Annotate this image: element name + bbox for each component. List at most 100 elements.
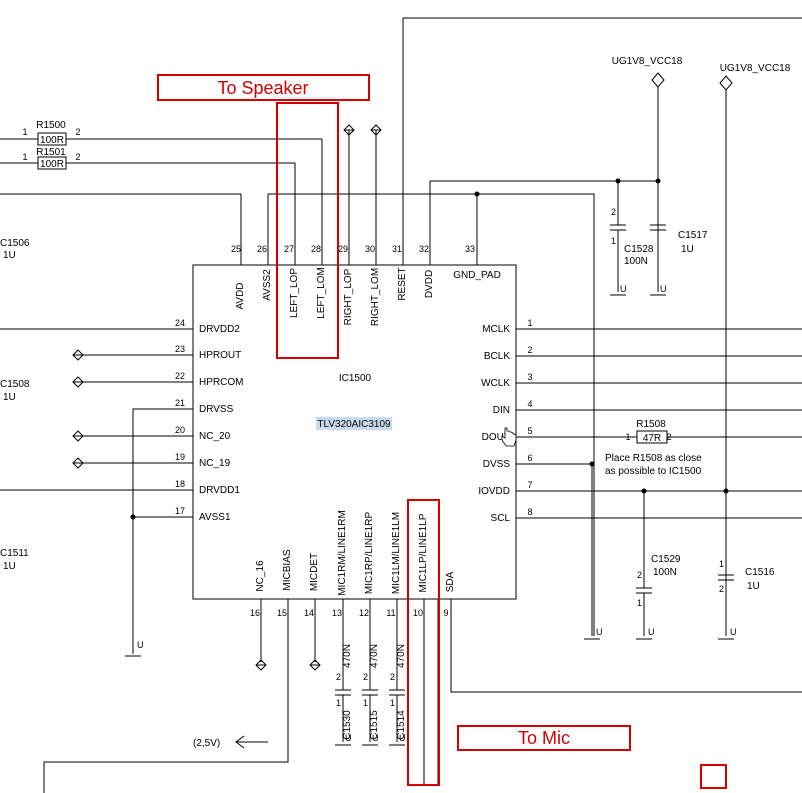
left-pin-19: 19 NC_19 (78, 452, 231, 469)
left-pin-24: 24 DRVDD2 (0, 318, 240, 335)
svg-text:2: 2 (611, 207, 616, 217)
bottom-pin-16: 16 NC_16 (250, 560, 266, 662)
svg-text:1: 1 (625, 432, 630, 442)
svg-text:R1501: R1501 (36, 147, 66, 158)
svg-text:1: 1 (527, 318, 532, 328)
svg-text:U: U (620, 284, 627, 294)
resistor-r1500: R1500 100R 1 2 (0, 120, 322, 146)
svg-text:U: U (730, 627, 737, 637)
svg-text:470N: 470N (369, 644, 380, 668)
svg-text:1U: 1U (747, 581, 760, 592)
svg-text:U: U (596, 627, 603, 637)
placement-note: Place R1508 as close (605, 453, 702, 464)
top-pin-28: 28 LEFT_LOM (311, 139, 327, 319)
svg-text:WCLK: WCLK (481, 378, 510, 389)
svg-text:18: 18 (175, 479, 185, 489)
top-pin-33: 33 GND_PAD (453, 194, 501, 281)
svg-text:7: 7 (527, 480, 532, 490)
right-pin-4: 4 DIN (493, 399, 802, 416)
cap-c1528: 2 1 C1528 100N (610, 181, 654, 292)
cap-c1508-value: 1U (3, 392, 16, 403)
svg-text:R1508: R1508 (636, 419, 666, 430)
svg-text:U: U (660, 284, 667, 294)
svg-text:31: 31 (392, 244, 402, 254)
top-pin-25: 25 AVDD (231, 194, 246, 310)
svg-text:20: 20 (175, 425, 185, 435)
junction-dot (474, 191, 480, 197)
left-pin-22: 22 HPRCOM (78, 371, 243, 388)
svg-text:16: 16 (250, 608, 260, 618)
nc-marker-icon (72, 124, 382, 671)
small-highlight-box (700, 764, 727, 789)
cap-c1515: 470N C1515 2 1 U (362, 644, 380, 746)
svg-text:1: 1 (637, 598, 642, 608)
svg-text:25: 25 (231, 244, 241, 254)
top-pin-32: 32 DVDD (419, 181, 435, 298)
svg-text:C1517: C1517 (678, 230, 708, 241)
svg-text:NC_16: NC_16 (255, 560, 266, 592)
mic-callout: To Mic (518, 728, 570, 748)
svg-text:HPRCOM: HPRCOM (199, 377, 243, 388)
svg-text:32: 32 (419, 244, 429, 254)
svg-text:12: 12 (359, 608, 369, 618)
svg-text:100N: 100N (624, 256, 648, 267)
svg-text:21: 21 (175, 398, 185, 408)
chip-part: TLV320AIC3109 (317, 419, 391, 430)
svg-text:13: 13 (332, 608, 342, 618)
svg-text:1: 1 (611, 236, 616, 246)
bottom-pin-13: 13 MIC1RM/LINE1RM (332, 510, 348, 690)
top-pin-29: 29 RIGHT_LOP (338, 130, 354, 325)
svg-text:1: 1 (390, 698, 395, 708)
svg-text:4: 4 (527, 399, 532, 409)
mic-callout-box (457, 725, 631, 751)
speaker-callout-box (157, 74, 370, 101)
svg-text:2: 2 (719, 584, 724, 594)
cap-c1506-ref: C1506 (0, 238, 30, 249)
svg-text:MICDET: MICDET (309, 553, 320, 591)
svg-text:U: U (372, 733, 379, 743)
svg-text:DOUT: DOUT (482, 432, 510, 443)
svg-text:MIC1LP/LINE1LP: MIC1LP/LINE1LP (418, 513, 429, 592)
arrow-left-icon (235, 735, 268, 749)
cap-c1530: 470N C1530 2 1 U (335, 644, 353, 746)
svg-text:2: 2 (666, 432, 671, 442)
svg-text:3: 3 (527, 372, 532, 382)
svg-text:27: 27 (284, 244, 294, 254)
svg-text:1: 1 (22, 127, 27, 137)
bottom-pin-15: 15 MICBIAS (43, 549, 293, 793)
svg-text:2: 2 (75, 127, 80, 137)
svg-text:100R: 100R (40, 135, 64, 146)
svg-text:MCLK: MCLK (482, 324, 510, 335)
svg-text:IOVDD: IOVDD (478, 486, 510, 497)
left-pin-20: 20 NC_20 (78, 425, 231, 442)
chip-body (192, 264, 517, 600)
svg-text:AVSS2: AVSS2 (262, 269, 273, 301)
svg-text:HPROUT: HPROUT (199, 350, 241, 361)
hand-cursor-icon (501, 427, 517, 447)
svg-text:1: 1 (336, 698, 341, 708)
svg-text:U: U (137, 640, 144, 650)
cap-c1517: C1517 1U (650, 224, 708, 255)
bottom-pin-11: 11 MIC1LM/LINE1LM (386, 512, 402, 690)
ground-symbol-icon: U U (610, 284, 667, 296)
svg-text:DRVDD2: DRVDD2 (199, 324, 240, 335)
svg-text:DVSS: DVSS (483, 459, 511, 470)
power-vcc-b-icon: UG1V8_VCC18 (719, 63, 791, 636)
part-highlight (316, 417, 392, 430)
bottom-pin-14: 14 MICDET (304, 553, 320, 662)
bottom-pin-10: 10 MIC1LP/LINE1LP (413, 513, 439, 785)
right-pin-1: 1 MCLK (482, 318, 802, 335)
top-pin-30: 30 RIGHT_LOM (365, 130, 381, 326)
resistor-r1508: R1508 47R 1 2 (625, 419, 671, 444)
junction-dot (130, 514, 136, 520)
speaker-callout: To Speaker (217, 78, 308, 98)
svg-text:SCL: SCL (491, 513, 511, 524)
micbias-voltage-label: (2,5V) (193, 738, 220, 749)
svg-text:LEFT_LOP: LEFT_LOP (289, 268, 300, 318)
right-pin-3: 3 WCLK (481, 372, 802, 389)
cap-c1511-ref: C1511 (0, 548, 29, 559)
svg-text:C1530: C1530 (342, 710, 353, 740)
right-pin-5: 5 DOUT (482, 426, 802, 443)
svg-text:SDA: SDA (445, 571, 456, 592)
top-pin-31: 31 RESET (392, 18, 408, 301)
